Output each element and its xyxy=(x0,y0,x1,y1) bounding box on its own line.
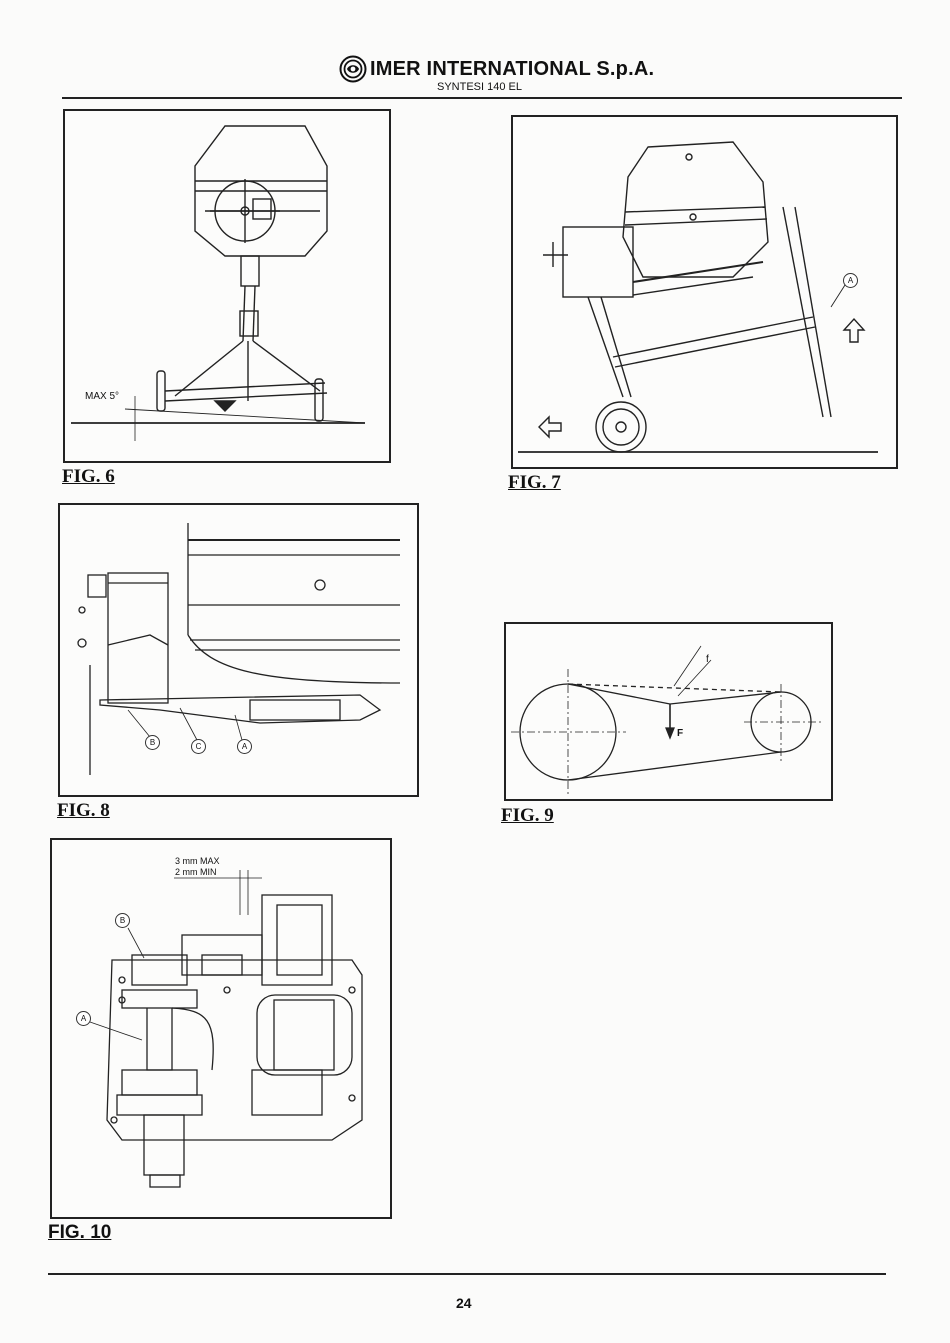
clearance-max-label: 3 mm MAX xyxy=(175,856,220,866)
model-name: SYNTESI 140 EL xyxy=(437,81,522,93)
fig10-callout-a: A xyxy=(76,1011,91,1026)
figure-7-frame: A xyxy=(511,115,898,469)
clearance-min-label: 2 mm MIN xyxy=(175,867,217,877)
gearbox-clearance-drawing xyxy=(52,840,390,1217)
page-number: 24 xyxy=(456,1295,472,1311)
figure-6-caption: FIG. 6 xyxy=(62,466,115,488)
figure-9-caption: FIG. 9 xyxy=(501,805,554,827)
fig8-callout-b: B xyxy=(145,735,160,750)
figure-9-frame: f F xyxy=(504,622,833,801)
figure-8-frame: B C A xyxy=(58,503,419,797)
max-tilt-label: MAX 5° xyxy=(85,391,119,402)
fig8-callout-c: C xyxy=(191,739,206,754)
figure-7-caption: FIG. 7 xyxy=(508,472,561,494)
mixer-transport-drawing xyxy=(513,117,896,467)
fig10-callout-b: B xyxy=(115,913,130,928)
figure-10-caption: FIG. 10 xyxy=(48,1222,111,1244)
footer-divider xyxy=(48,1273,886,1275)
deflection-label: f xyxy=(706,654,709,665)
figure-8-caption: FIG. 8 xyxy=(57,800,110,822)
belt-tension-drawing xyxy=(506,624,831,799)
figure-6-frame: MAX 5° xyxy=(63,109,391,463)
fig8-callout-a: A xyxy=(237,739,252,754)
company-name: IMER INTERNATIONAL S.p.A. xyxy=(370,58,654,81)
figure-10-frame: 3 mm MAX 2 mm MIN B A xyxy=(50,838,392,1219)
mixer-tilted-front-drawing xyxy=(65,111,389,461)
fig7-callout-a: A xyxy=(843,273,858,288)
imer-logo-icon xyxy=(339,55,367,83)
header-divider xyxy=(62,97,902,99)
force-label: F xyxy=(677,728,683,739)
